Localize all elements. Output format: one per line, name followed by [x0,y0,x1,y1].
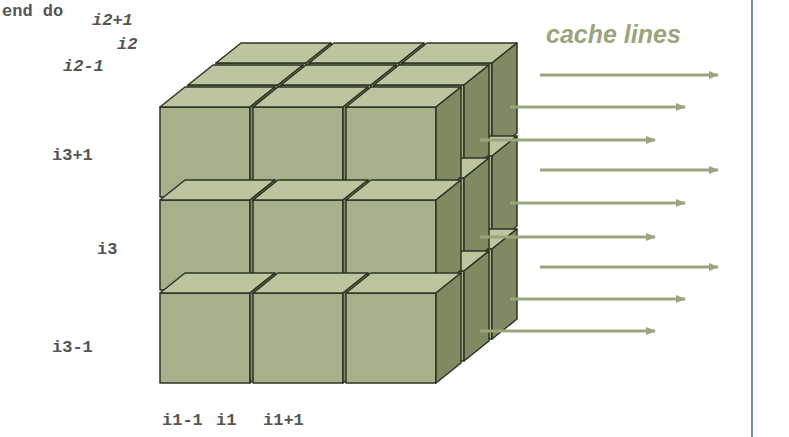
cache-line-arrow [540,169,718,172]
axis-label: i1 [216,412,236,429]
cache-line-arrow [510,298,685,301]
cache-lines-title: cache lines [546,22,681,47]
cube-face [346,293,436,383]
cube-face [492,229,517,339]
cache-line-arrow [480,330,655,333]
axis-label: i1-1 [162,412,203,429]
axis-label: i2+1 [92,12,133,29]
axis-label: i2-1 [63,58,104,75]
axis-label: i3+1 [52,147,93,164]
axis-label: i2 [117,36,137,53]
cube-face [253,293,343,383]
axis-label: i3-1 [52,339,93,356]
cube-face [436,273,461,383]
cache-line-arrow [510,202,685,205]
cache-line-arrow [480,236,655,239]
cube-face [160,293,250,383]
code-text: end do [2,3,63,20]
axis-label: i1+1 [263,412,304,429]
cache-line-arrow [480,139,655,142]
axis-label: i3 [97,241,117,258]
cache-line-arrow [540,266,718,269]
cache-line-arrow [510,106,685,109]
cache-line-arrow [540,74,718,77]
border-line [751,0,753,437]
cube-face [464,251,489,361]
